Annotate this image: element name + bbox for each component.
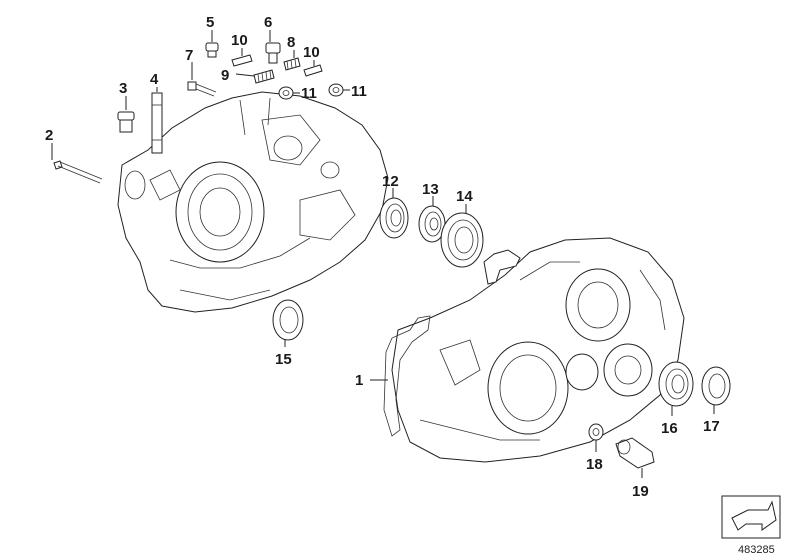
callout-2: 2: [45, 127, 53, 144]
arrow-icon: [731, 500, 777, 531]
callout-6: 6: [264, 14, 272, 31]
washer-18: [588, 423, 604, 441]
callout-10-right: 10: [303, 44, 320, 61]
seal-15: [272, 299, 304, 341]
spring-9: [253, 69, 275, 84]
callout-3: 3: [119, 80, 127, 97]
callout-7: 7: [185, 47, 193, 64]
bearing-16: [658, 361, 694, 407]
washer-11-right: [328, 83, 344, 97]
pin-10-left: [231, 54, 253, 67]
screw-2: [53, 160, 103, 184]
seal-17: [701, 366, 731, 406]
callout-17: 17: [703, 418, 720, 435]
left-crankcase-half: [117, 91, 389, 313]
bracket: [483, 249, 521, 285]
callout-1: 1: [355, 372, 363, 389]
callout-10-left: 10: [231, 32, 248, 49]
screw-6: [265, 42, 281, 64]
callout-15: 15: [275, 351, 292, 368]
callout-11-left: 11: [301, 85, 317, 102]
bearing-14: [440, 212, 484, 268]
callout-9: 9: [221, 67, 229, 84]
pin-10-right: [303, 64, 323, 77]
plug-5: [205, 42, 219, 58]
seal-12: [379, 197, 409, 239]
callouts: 1 2 3 4 5 6 7 8 9 10 10 11 11 12 13 14 1…: [45, 14, 720, 500]
callout-12: 12: [382, 173, 399, 190]
spring-8: [283, 57, 301, 71]
callout-8: 8: [287, 34, 295, 51]
right-crankcase-half: [391, 237, 685, 463]
seal-13: [418, 205, 446, 243]
callout-13: 13: [422, 181, 439, 198]
bolt-3: [117, 111, 135, 133]
gasket: [383, 315, 431, 437]
reference-box: 483285: [721, 495, 781, 556]
callout-19: 19: [632, 483, 649, 500]
plug-19: [615, 437, 655, 469]
bolt-7: [187, 81, 217, 97]
callout-16: 16: [661, 420, 678, 437]
callout-11-right: 11: [351, 83, 367, 100]
reference-number: 483285: [738, 544, 775, 556]
leader-lines: [51, 30, 715, 478]
callout-18: 18: [586, 456, 603, 473]
callout-5: 5: [206, 14, 214, 31]
callout-4: 4: [150, 71, 159, 88]
callout-14: 14: [456, 188, 473, 205]
washer-11-left: [278, 86, 294, 100]
stud-4: [151, 92, 163, 154]
